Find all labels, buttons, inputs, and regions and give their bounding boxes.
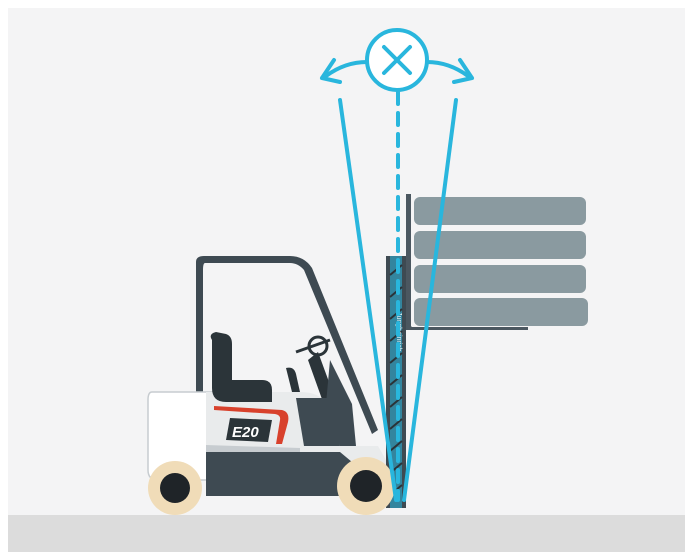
model-label: E20 <box>232 424 259 441</box>
load-box <box>414 265 586 293</box>
forklift-body: E20 <box>148 256 386 496</box>
load-box <box>414 298 588 326</box>
prohibited-symbol <box>322 30 472 90</box>
front-wheel <box>337 457 395 515</box>
rear-wheel <box>148 461 202 515</box>
